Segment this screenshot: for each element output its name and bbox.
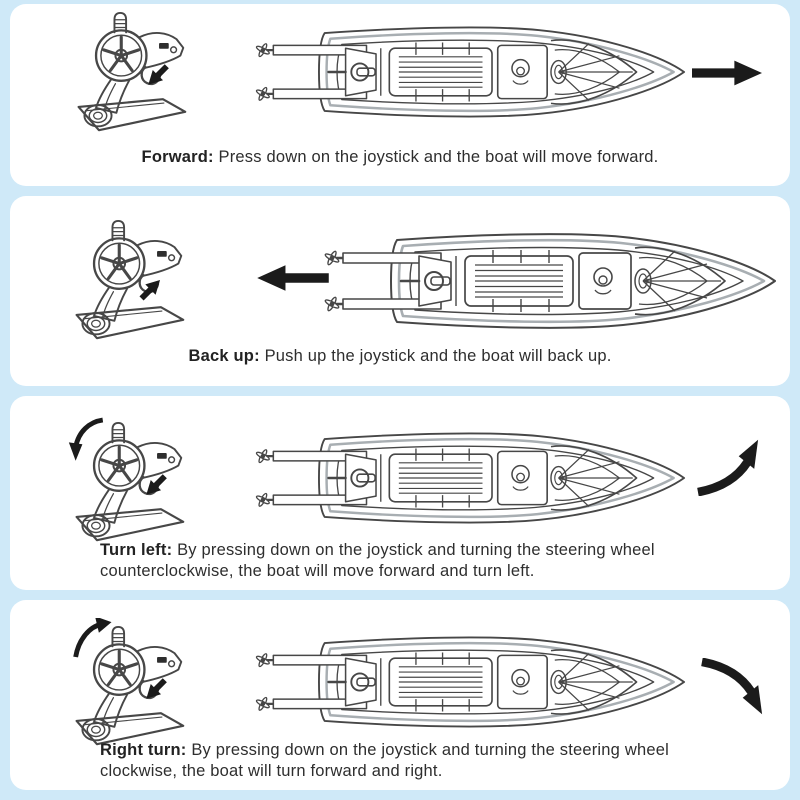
back-up-caption: Back up: Push up the joystick and the bo… [10, 346, 790, 367]
caption-text: Push up the joystick and the boat will b… [264, 347, 612, 365]
panel-back-up: Back up: Push up the joystick and the bo… [10, 196, 790, 386]
caption-text: By pressing down on the joystick and tur… [100, 541, 655, 580]
caption-text: Press down on the joystick and the boat … [218, 148, 659, 166]
remote-controller-illustration [77, 11, 187, 132]
caption-label: Back up: [188, 347, 260, 365]
panel-turn-left: Turn left: By pressing down on the joyst… [10, 396, 790, 590]
caption-label: Right turn: [100, 741, 187, 759]
forward-caption: Forward: Press down on the joystick and … [10, 147, 790, 168]
panel-right-turn: Right turn: By pressing down on the joys… [10, 600, 790, 790]
caption-label: Turn left: [100, 541, 173, 559]
right-turn-caption: Right turn: By pressing down on the joys… [10, 740, 790, 782]
turn-right-curved-arrow-icon [700, 658, 766, 722]
remote-controller-illustration [64, 414, 185, 542]
wheel-clockwise-arrow-icon [76, 618, 112, 657]
remote-controller-illustration [64, 618, 185, 746]
caption-label: Forward: [141, 148, 214, 166]
forward-direction-arrow-icon [692, 60, 762, 86]
turn-left-curved-arrow-icon [696, 432, 762, 496]
remote-controller-illustration [75, 219, 185, 340]
boat-top-view-illustration [254, 636, 686, 728]
panel-forward: Forward: Press down on the joystick and … [10, 4, 790, 186]
boat-top-view-illustration [323, 232, 777, 330]
turn-left-caption: Turn left: By pressing down on the joyst… [10, 540, 790, 582]
boat-top-view-illustration [254, 26, 686, 118]
boat-top-view-illustration [254, 432, 686, 524]
caption-text: By pressing down on the joystick and tur… [100, 741, 669, 780]
